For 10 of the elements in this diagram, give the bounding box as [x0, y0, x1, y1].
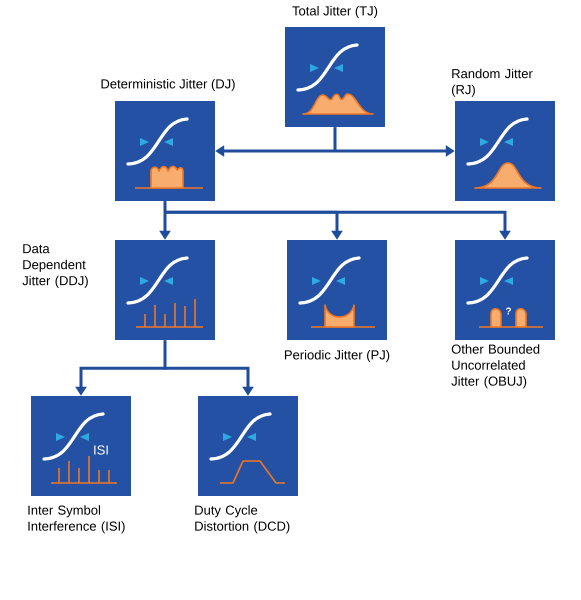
node-label: Periodic Jitter (PJ) — [284, 350, 390, 362]
node-label: Duty Cycle Distortion (DCD) — [195, 505, 290, 534]
node-label: Inter Symbol Interference (ISI) — [28, 505, 125, 534]
node-label: Random Jitter (RJ) — [452, 68, 533, 97]
node-label: Data Dependent Jitter (DDJ) — [22, 244, 88, 288]
node-label: Deterministic Jitter (DJ) — [102, 78, 235, 92]
signal-icon-drawing: ? — [466, 256, 543, 328]
node-label: Total Jitter (TJ) — [292, 6, 378, 18]
node-label: Other Bounded Uncorrelated Jitter (OBUJ) — [451, 344, 540, 388]
signal-icon-drawing: ISI — [42, 412, 117, 484]
